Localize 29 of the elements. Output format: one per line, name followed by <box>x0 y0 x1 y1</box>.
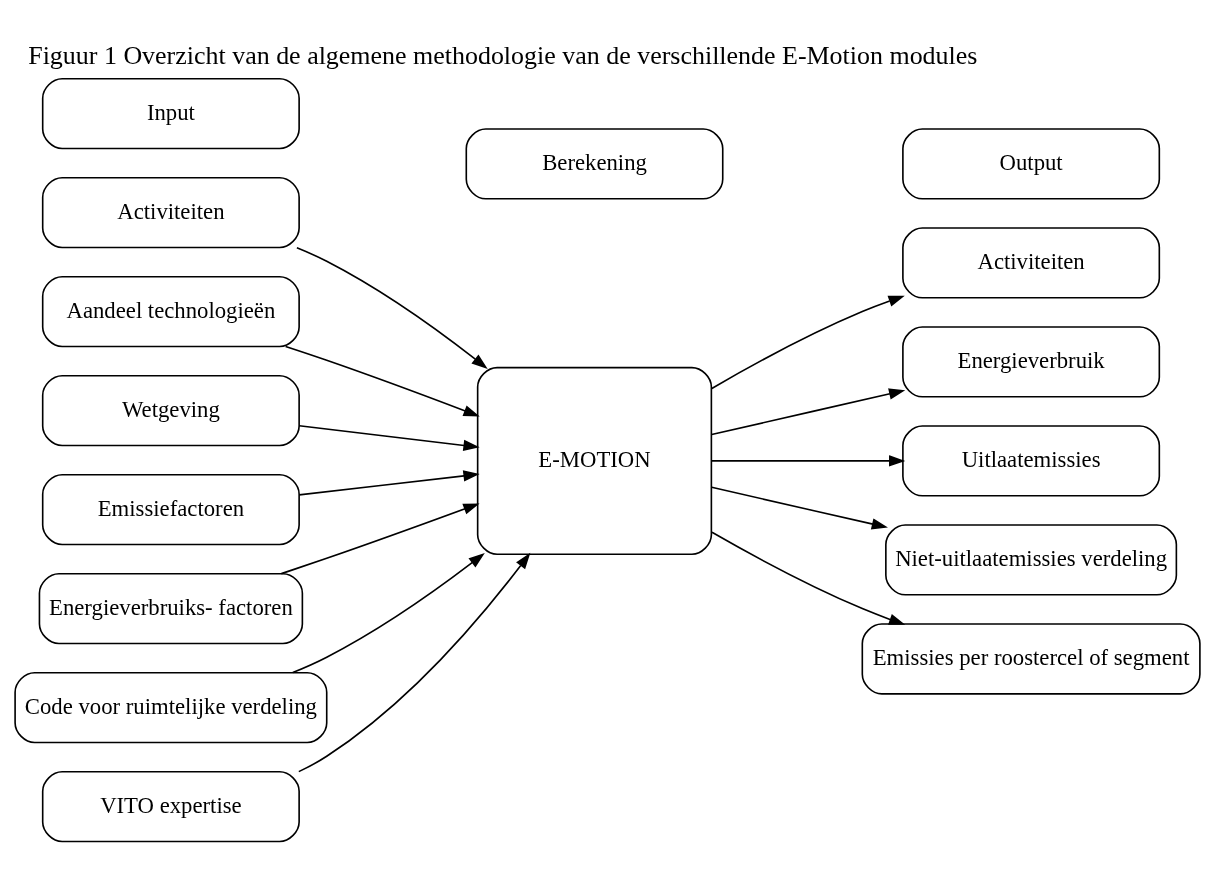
arrow <box>280 502 480 574</box>
node-box: Uitlaatemissies <box>902 424 1161 497</box>
node-box: Activiteiten <box>902 226 1161 299</box>
node-box: Emissiefactoren <box>41 473 300 545</box>
node-box: Code voor ruimtelijke verdeling <box>14 671 328 743</box>
arrow <box>710 486 888 529</box>
node-box: Berekening <box>465 127 724 200</box>
arrow <box>284 345 480 417</box>
node-box: Energieverbruik <box>902 325 1161 398</box>
arrow <box>710 387 906 435</box>
node-box: Input <box>41 77 300 149</box>
node-box: Emissies per roostercel of segment <box>861 622 1201 695</box>
arrow <box>710 454 906 467</box>
node-box: Energieverbruiks- factoren <box>38 572 304 644</box>
node-box: Aandeel technologieën <box>41 275 300 347</box>
node-box: Output <box>902 127 1161 200</box>
node-box: Wetgeving <box>41 374 300 446</box>
node-box: Activiteiten <box>41 176 300 248</box>
arrow <box>298 469 480 496</box>
arrow <box>298 424 480 451</box>
diagram-title: Figuur 1 Overzicht van de algemene methodologie van de verschillende E-Motion modules <box>28 40 978 70</box>
arrow <box>296 246 488 369</box>
arrow <box>298 552 531 772</box>
arrow <box>711 295 905 389</box>
arrow <box>291 552 485 673</box>
node-box: Niet-uitlaatemissies verdeling <box>885 523 1178 596</box>
arrow <box>711 531 906 625</box>
node-box: E-MOTION <box>476 366 713 555</box>
node-box: VITO expertise <box>41 770 300 842</box>
